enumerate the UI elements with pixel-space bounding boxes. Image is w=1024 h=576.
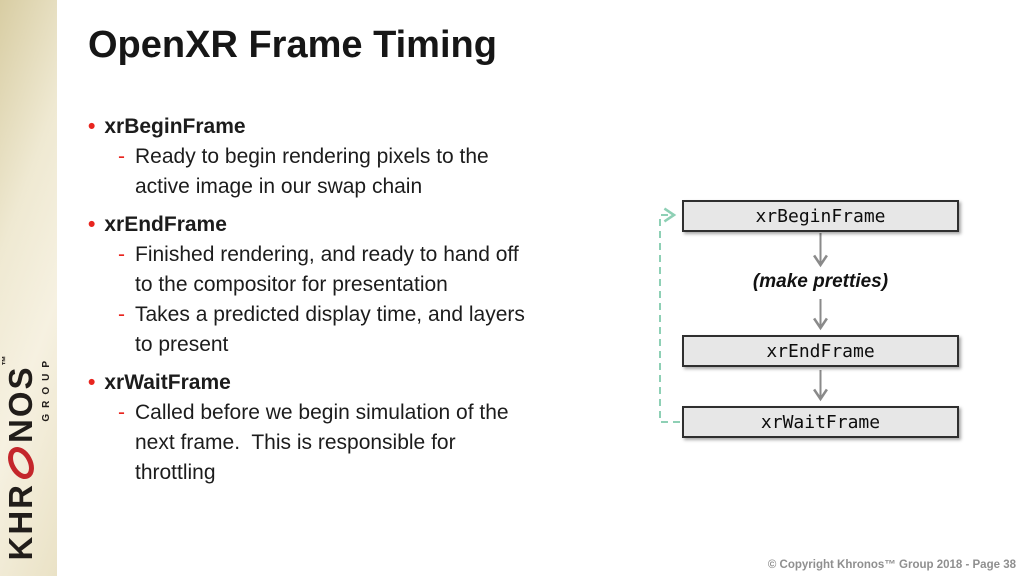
logo-group-label: GROUP: [41, 355, 52, 422]
sub-bullet-line: to the compositor for presentation: [135, 273, 448, 296]
flow-diagram: xrBeginFrame (make pretties) xrEndFrame …: [650, 195, 982, 443]
flow-box-xrbeginframe: xrBeginFrame: [682, 200, 959, 232]
sub-bullet-line: to present: [135, 333, 229, 356]
bullet-list: • xrBeginFrame - Ready to begin renderin…: [88, 112, 633, 488]
sub-bullet: - Finished rendering, and ready to hand …: [118, 240, 633, 300]
bullet-label: xrEndFrame: [104, 213, 227, 236]
flow-arrows: [659, 207, 828, 423]
bullet-item-xrendframe: • xrEndFrame: [88, 210, 633, 240]
page-title: OpenXR Frame Timing: [88, 24, 497, 66]
sub-bullet: - Ready to begin rendering pixels to the…: [118, 142, 633, 202]
dash-marker: -: [118, 303, 125, 326]
dash-marker: -: [118, 145, 125, 168]
sub-bullet-text: Ready to begin rendering pixels to the a…: [135, 142, 489, 202]
sub-bullet-line: next frame. This is responsible for: [135, 431, 456, 454]
feedback-loop-arrow: [659, 207, 680, 423]
sub-bullet-line: Ready to begin rendering pixels to the: [135, 145, 489, 168]
dash-marker: -: [118, 243, 125, 266]
sub-bullet: - Called before we begin simulation of t…: [118, 398, 633, 488]
bullet-marker: •: [88, 371, 96, 394]
bullet-marker: •: [88, 213, 96, 236]
bullet-marker: •: [88, 115, 96, 138]
flow-annotation: (make pretties): [752, 271, 889, 292]
sub-bullet-text: Finished rendering, and ready to hand of…: [135, 240, 519, 300]
sub-bullet-line: Takes a predicted display time, and laye…: [135, 303, 525, 326]
khronos-logo: KHR NOS ™ GROUP: [0, 343, 58, 573]
sub-bullet-line: throttling: [135, 461, 216, 484]
logo-letters-khr: KHR: [2, 483, 39, 561]
sub-bullet: - Takes a predicted display time, and la…: [118, 300, 633, 360]
sub-bullet-text: Called before we begin simulation of the…: [135, 398, 509, 488]
flow-box-xrendframe: xrEndFrame: [682, 335, 959, 367]
footer-copyright: © Copyright Khronos™ Group 2018 - Page 3…: [767, 559, 1016, 571]
khronos-logo-row: KHR NOS ™: [0, 343, 42, 573]
bullet-item-xrbeginframe: • xrBeginFrame: [88, 112, 633, 142]
bullet-item-xrwaitframe: • xrWaitFrame: [88, 368, 633, 398]
sidebar: KHR NOS ™ GROUP: [0, 0, 57, 576]
dash-marker: -: [118, 401, 125, 424]
sub-bullet-line: Called before we begin simulation of the: [135, 401, 509, 424]
bullet-label: xrBeginFrame: [104, 115, 246, 138]
logo-red-o-icon: [8, 446, 34, 480]
logo-letters-nos: NOS: [2, 365, 39, 444]
sub-bullet-line: Finished rendering, and ready to hand of…: [135, 243, 519, 266]
bullet-label: xrWaitFrame: [104, 371, 231, 394]
sub-bullet-text: Takes a predicted display time, and laye…: [135, 300, 525, 360]
sub-bullet-line: active image in our swap chain: [135, 175, 423, 198]
logo-trademark: ™: [1, 355, 12, 366]
flow-box-xrwaitframe: xrWaitFrame: [682, 406, 959, 438]
